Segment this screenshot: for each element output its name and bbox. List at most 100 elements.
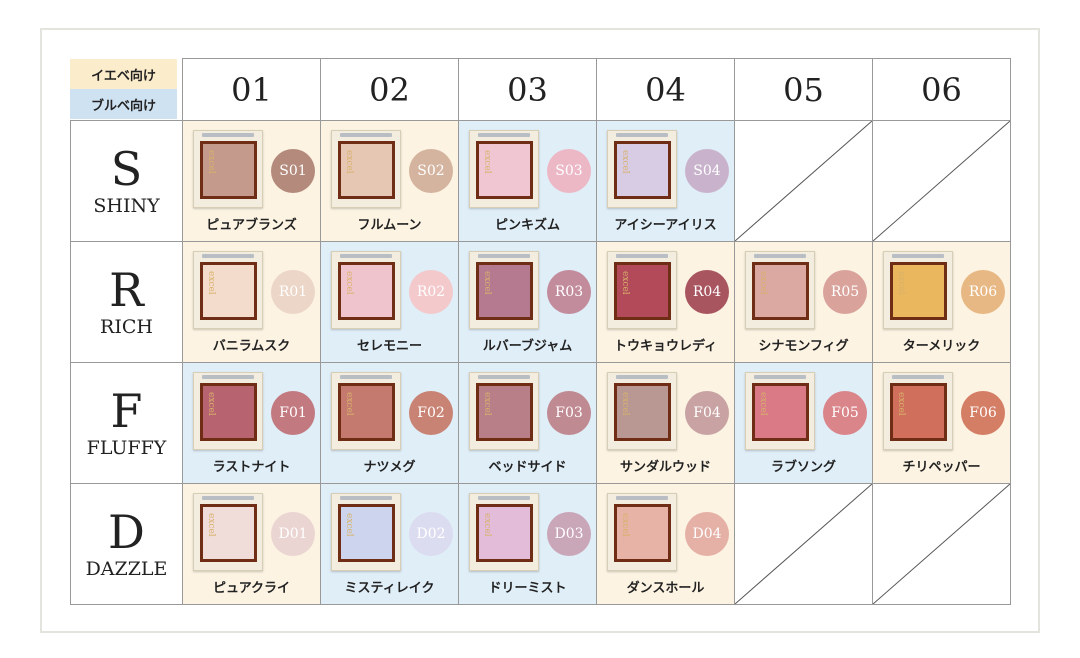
brand-logo: excel	[344, 150, 354, 174]
shade-cell-d02[interactable]: excel D02 ミスティレイク	[320, 483, 459, 605]
brand-logo: excel	[206, 513, 216, 537]
brand-logo: excel	[344, 392, 354, 416]
eyeshadow-image: excel	[193, 251, 263, 329]
shade-cell-s01[interactable]: excel S01 ピュアブランズ	[182, 120, 321, 242]
shade-name: バニラムスク	[212, 339, 291, 354]
page-frame	[40, 28, 1040, 633]
shade-cell-s02[interactable]: excel S02 フルムーン	[320, 120, 459, 242]
shade-cell-d04[interactable]: excel D04 ダンスホール	[596, 483, 735, 605]
shade-name: チリペッパー	[902, 460, 981, 475]
eyeshadow-image: excel	[331, 251, 401, 329]
column-header-04: 04	[596, 58, 735, 121]
empty-cell	[872, 483, 1011, 605]
eyeshadow-image: excel	[607, 493, 677, 571]
brand-logo: excel	[206, 392, 216, 416]
shade-code-badge: R04	[685, 270, 729, 314]
brand-logo: excel	[620, 150, 630, 174]
shade-name: トウキョウレディ	[613, 339, 718, 354]
shade-cell-r02[interactable]: excel R02 セレモニー	[320, 241, 459, 363]
shade-cell-f05[interactable]: excel F05 ラブソング	[734, 362, 873, 484]
eyeshadow-image: excel	[883, 372, 953, 450]
row-letter: S	[110, 142, 143, 196]
shade-cell-d01[interactable]: excel D01 ピュアクライ	[182, 483, 321, 605]
shade-cell-r05[interactable]: excel R05 シナモンフィグ	[734, 241, 873, 363]
row-letter: F	[110, 384, 143, 438]
shade-code-badge: R03	[547, 270, 591, 314]
shade-name: フルムーン	[357, 218, 422, 233]
eyeshadow-image: excel	[331, 130, 401, 208]
empty-cell	[872, 120, 1011, 242]
shade-cell-s04[interactable]: excel S04 アイシーアイリス	[596, 120, 735, 242]
shade-code-badge: D04	[685, 512, 729, 556]
shade-name: ルバーブジャム	[482, 339, 573, 354]
column-header-01: 01	[182, 58, 321, 121]
brand-logo: excel	[482, 150, 492, 174]
shade-code-badge: S03	[547, 149, 591, 193]
shade-code-badge: D03	[547, 512, 591, 556]
shade-name: ミスティレイク	[344, 581, 435, 596]
eyeshadow-image: excel	[469, 372, 539, 450]
brand-logo: excel	[758, 392, 768, 416]
brand-logo: excel	[620, 513, 630, 537]
row-name: SHINY	[93, 195, 160, 217]
shade-cell-d03[interactable]: excel D03 ドリーミスト	[458, 483, 597, 605]
shade-name: ドリーミスト	[488, 581, 567, 596]
shade-cell-r06[interactable]: excel R06 ターメリック	[872, 241, 1011, 363]
brand-logo: excel	[344, 513, 354, 537]
eyeshadow-image: excel	[745, 251, 815, 329]
brand-logo: excel	[620, 392, 630, 416]
shade-name: ラストナイト	[212, 460, 291, 475]
column-header-05: 05	[734, 58, 873, 121]
shade-cell-f01[interactable]: excel F01 ラストナイト	[182, 362, 321, 484]
eyeshadow-image: excel	[883, 251, 953, 329]
brand-logo: excel	[206, 150, 216, 174]
eyeshadow-image: excel	[193, 493, 263, 571]
shade-name: アイシーアイリス	[614, 218, 717, 233]
eyeshadow-image: excel	[745, 372, 815, 450]
row-letter: D	[108, 505, 145, 559]
eyeshadow-image: excel	[469, 251, 539, 329]
shade-name: セレモニー	[356, 339, 422, 354]
shade-name: ピュアクライ	[212, 581, 291, 596]
eyeshadow-image: excel	[469, 130, 539, 208]
diagonal-line	[735, 484, 872, 604]
shade-code-badge: S01	[271, 149, 315, 193]
shade-cell-r03[interactable]: excel R03 ルバーブジャム	[458, 241, 597, 363]
shade-name: サンダルウッド	[619, 460, 711, 475]
brand-logo: excel	[482, 392, 492, 416]
shade-code-badge: F01	[271, 391, 315, 435]
shade-code-badge: S04	[685, 149, 729, 193]
shade-code-badge: F05	[823, 391, 867, 435]
shade-cell-f06[interactable]: excel F06 チリペッパー	[872, 362, 1011, 484]
shade-cell-s03[interactable]: excel S03 ピンキズム	[458, 120, 597, 242]
brand-logo: excel	[344, 271, 354, 295]
shade-name: ダンスホール	[626, 581, 705, 596]
column-header-03: 03	[458, 58, 597, 121]
row-letter: R	[109, 263, 144, 317]
diagonal-line	[873, 484, 1010, 604]
eyeshadow-image: excel	[469, 493, 539, 571]
shade-cell-f04[interactable]: excel F04 サンダルウッド	[596, 362, 735, 484]
row-name: DAZZLE	[85, 558, 168, 580]
shade-cell-r01[interactable]: excel R01 バニラムスク	[182, 241, 321, 363]
diagonal-line	[873, 121, 1010, 241]
shade-code-badge: F04	[685, 391, 729, 435]
diagonal-line	[735, 121, 872, 241]
brand-logo: excel	[482, 271, 492, 295]
row-name: FLUFFY	[86, 437, 167, 459]
shade-cell-f03[interactable]: excel F03 ベッドサイド	[458, 362, 597, 484]
row-name: RICH	[100, 316, 153, 338]
shade-cell-f02[interactable]: excel F02 ナツメグ	[320, 362, 459, 484]
eyeshadow-image: excel	[193, 130, 263, 208]
shade-code-badge: F03	[547, 391, 591, 435]
legend-blue-base: ブルベ向け	[70, 89, 177, 119]
shade-code-badge: D01	[271, 512, 315, 556]
brand-logo: excel	[758, 271, 768, 295]
shade-code-badge: R05	[823, 270, 867, 314]
shade-cell-r04[interactable]: excel R04 トウキョウレディ	[596, 241, 735, 363]
